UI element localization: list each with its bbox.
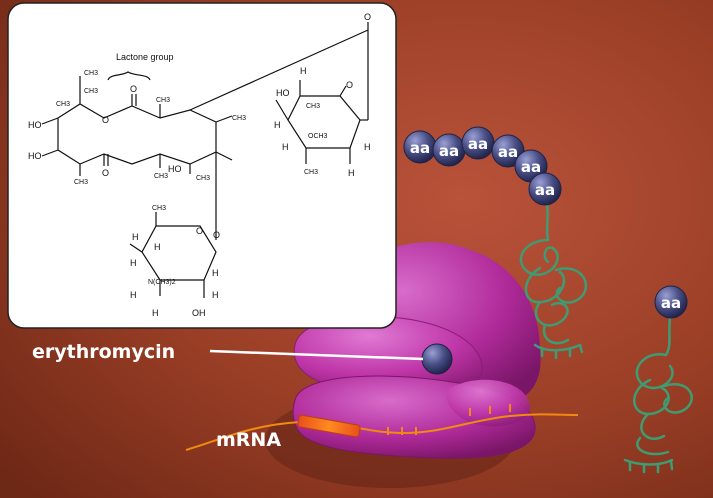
svg-text:CH3: CH3	[84, 70, 98, 77]
mrna-label: mRNA	[216, 429, 281, 451]
svg-text:CH3: CH3	[156, 97, 170, 104]
svg-text:HO: HO	[28, 120, 42, 130]
svg-text:O: O	[364, 12, 371, 22]
macrolide-ring	[41, 29, 369, 200]
svg-text:H: H	[130, 258, 137, 268]
svg-text:H: H	[282, 142, 289, 152]
svg-text:CH3: CH3	[154, 173, 168, 180]
erythromycin-structure-panel: Lactone group CH3 CH3 CH3 HO HO	[7, 2, 397, 329]
svg-text:OCH3: OCH3	[308, 133, 328, 140]
svg-text:aa: aa	[521, 158, 541, 176]
amino-acid-bead: aa	[403, 130, 437, 164]
mrna-channel-bar	[297, 414, 361, 438]
svg-text:aa: aa	[468, 135, 488, 153]
svg-text:CH3: CH3	[56, 101, 70, 108]
svg-text:CH3: CH3	[306, 103, 320, 110]
lactone-brace	[107, 71, 151, 81]
protein-chain-2	[623, 316, 693, 474]
svg-text:CH3: CH3	[84, 88, 98, 95]
svg-text:CH3: CH3	[196, 175, 210, 182]
svg-text:aa: aa	[661, 294, 681, 312]
svg-text:O: O	[102, 168, 109, 178]
svg-text:CH3: CH3	[304, 169, 318, 176]
amino-acid-bead: aa	[528, 172, 562, 206]
mrna-strand	[185, 413, 579, 451]
svg-text:H: H	[154, 242, 161, 252]
svg-text:CH3: CH3	[74, 179, 88, 186]
svg-text:O: O	[130, 84, 137, 94]
svg-text:aa: aa	[535, 181, 555, 199]
amino-acid-bead: aa	[491, 134, 525, 168]
cladinose-sugar	[275, 22, 369, 164]
svg-text:CH3: CH3	[232, 115, 246, 122]
lactone-group-label: Lactone group	[116, 52, 174, 62]
svg-text:HO: HO	[28, 151, 42, 161]
svg-text:H: H	[274, 120, 281, 130]
svg-text:aa: aa	[410, 139, 430, 157]
amino-acid-bead: aa	[654, 285, 688, 319]
svg-text:HO: HO	[168, 164, 182, 174]
svg-text:H: H	[212, 290, 219, 300]
svg-text:H: H	[212, 268, 219, 278]
protein-chain-1	[519, 198, 588, 360]
svg-text:O: O	[213, 230, 220, 240]
svg-text:O: O	[102, 115, 109, 125]
svg-text:aa: aa	[439, 142, 459, 160]
svg-text:H: H	[130, 290, 137, 300]
amino-acid-chain-2: aa	[654, 285, 688, 319]
svg-text:HO: HO	[276, 88, 290, 98]
svg-text:O: O	[196, 226, 203, 236]
svg-text:N(CH3)2: N(CH3)2	[148, 279, 176, 286]
svg-text:OH: OH	[192, 308, 206, 318]
svg-text:H: H	[132, 232, 139, 242]
svg-text:H: H	[364, 142, 371, 152]
erythromycin-label: erythromycin	[32, 341, 175, 363]
svg-text:aa: aa	[498, 143, 518, 161]
ribosome-small-lobe	[446, 379, 531, 427]
erythromycin-pointer-line	[209, 349, 424, 361]
amino-acid-bead: aa	[432, 133, 466, 167]
mrna-codon-ticks	[387, 404, 511, 435]
svg-text:O: O	[346, 80, 353, 90]
svg-text:H: H	[300, 66, 307, 76]
amino-acid-bead: aa	[461, 126, 495, 160]
erythromycin-molecule	[421, 343, 453, 375]
svg-text:H: H	[152, 308, 159, 318]
amino-acid-chain-1: aa aa aa aa aa aa	[403, 126, 562, 206]
desosamine-sugar	[129, 200, 217, 298]
svg-text:CH3: CH3	[152, 205, 166, 212]
svg-text:H: H	[348, 168, 355, 178]
